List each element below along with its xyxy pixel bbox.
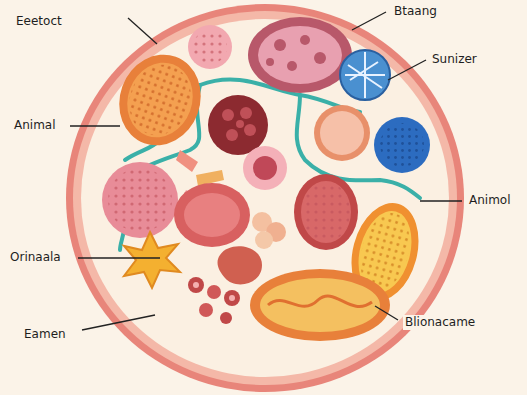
organelle-star bbox=[124, 232, 180, 288]
leader-line bbox=[70, 12, 462, 330]
organelle-red-oval bbox=[174, 183, 250, 247]
organelle-pink-dotted bbox=[102, 162, 178, 238]
organelle-small-pink bbox=[188, 25, 232, 69]
organelle-orange-oval bbox=[107, 43, 214, 157]
cell-membrane bbox=[66, 4, 464, 392]
part-label: Blionacame bbox=[403, 315, 477, 330]
part-label: Btaang bbox=[392, 4, 439, 19]
organelle-vesicles bbox=[188, 277, 240, 324]
organelle-red-spotted bbox=[294, 174, 358, 250]
organelle-blue-dotted bbox=[374, 117, 430, 173]
part-label: Eamen bbox=[22, 327, 68, 342]
part-label: Sunizer bbox=[430, 52, 479, 67]
part-label: Orinaala bbox=[8, 250, 63, 265]
organelle-nucleus bbox=[243, 146, 287, 190]
organelle-bean bbox=[218, 246, 262, 284]
organelle-peach bbox=[314, 105, 370, 161]
organelle-dark-red bbox=[208, 95, 268, 155]
part-label: Eeetoct bbox=[14, 14, 64, 29]
organelle-bottom-oval bbox=[250, 269, 390, 341]
organelle-top-oval bbox=[248, 17, 352, 93]
organelle-cluster bbox=[252, 212, 286, 249]
part-label: Animal bbox=[12, 118, 58, 133]
organelle-blue-striped bbox=[340, 50, 390, 100]
part-label: Animol bbox=[467, 193, 513, 208]
